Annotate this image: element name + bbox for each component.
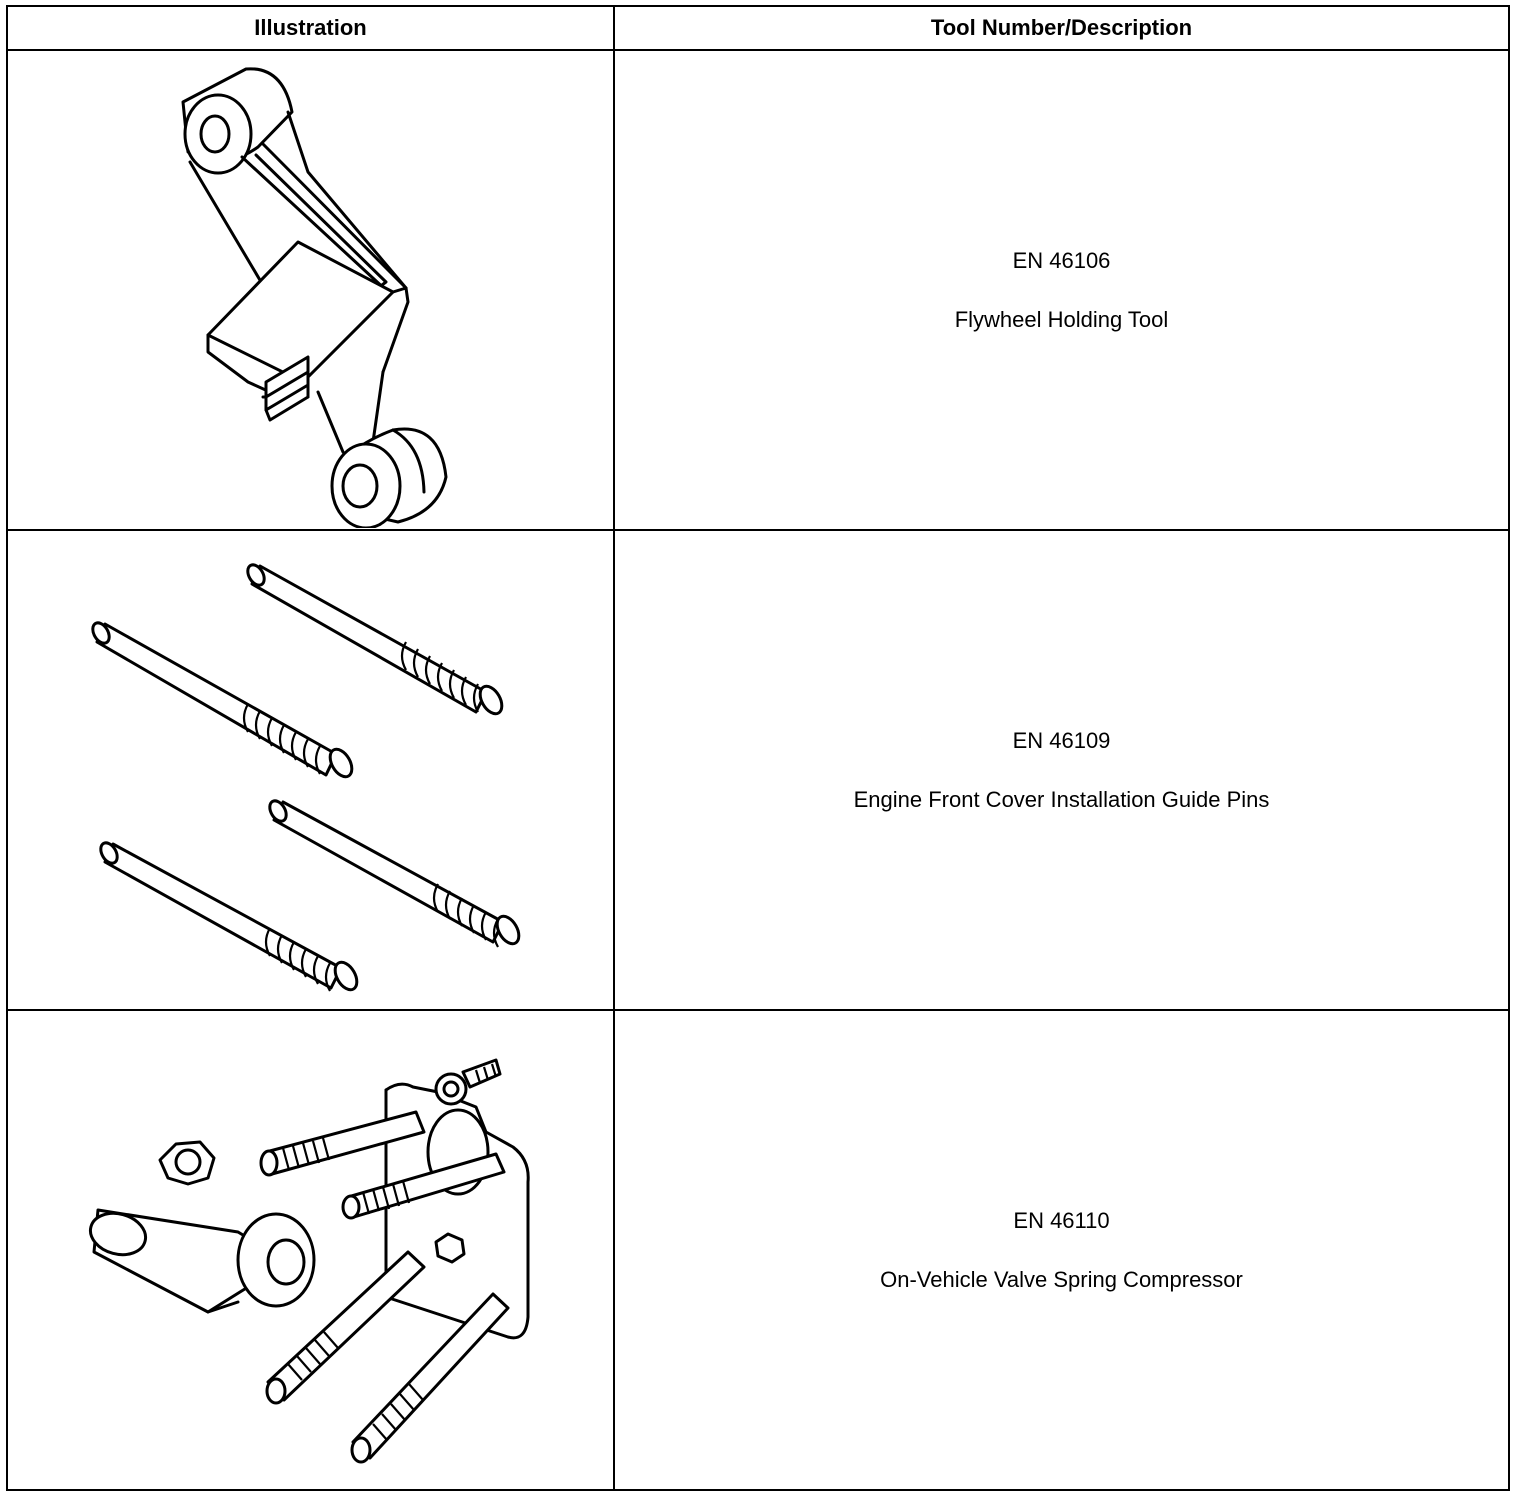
tool-name: Flywheel Holding Tool [954, 306, 1169, 332]
table-row: EN 46106 Flywheel Holding Tool [6, 49, 1510, 531]
description-cell: EN 46110 On-Vehicle Valve Spring Compres… [613, 1009, 1510, 1491]
special-tools-table: Illustration Tool Number/Description [6, 5, 1510, 1491]
header-illustration: Illustration [6, 5, 615, 51]
tool-number: EN 46109 [1012, 727, 1111, 753]
table-header-row: Illustration Tool Number/Description [6, 5, 1510, 51]
illustration-cell [6, 529, 615, 1011]
guide-pins-illustration [91, 563, 521, 992]
table-row: EN 46110 On-Vehicle Valve Spring Compres… [6, 1009, 1510, 1491]
illustration-cell [6, 49, 615, 531]
description-cell: EN 46106 Flywheel Holding Tool [613, 49, 1510, 531]
header-tool-number-description: Tool Number/Description [613, 5, 1510, 51]
description-cell: EN 46109 Engine Front Cover Installation… [613, 529, 1510, 1011]
tool-number: EN 46110 [1013, 1207, 1110, 1233]
tool-name: On-Vehicle Valve Spring Compressor [880, 1266, 1243, 1292]
table-row: EN 46109 Engine Front Cover Installation… [6, 529, 1510, 1011]
flywheel-holding-tool-illustration [181, 67, 448, 528]
illustration-cell [6, 1009, 615, 1491]
tool-number: EN 46106 [1012, 247, 1111, 273]
tool-name: Engine Front Cover Installation Guide Pi… [853, 786, 1270, 812]
valve-spring-compressor-illustration [88, 1058, 530, 1464]
